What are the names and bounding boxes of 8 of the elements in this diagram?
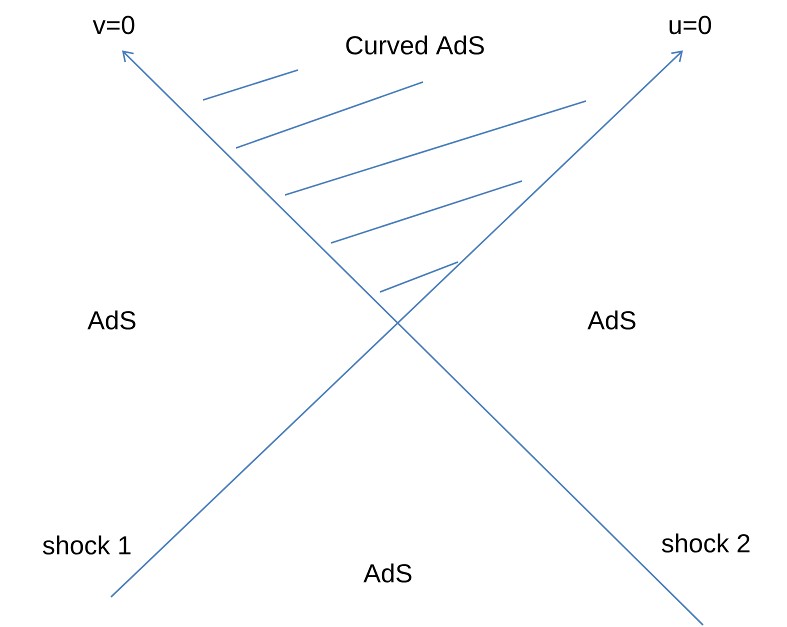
line-label: v=0 xyxy=(92,16,134,34)
region-label: Curved AdS xyxy=(346,35,484,55)
region-label: AdS xyxy=(363,563,412,583)
region-label: AdS xyxy=(587,310,636,330)
line-label: shock 2 xyxy=(662,533,750,553)
region-label: AdS xyxy=(87,310,136,330)
line-label: shock 1 xyxy=(42,535,130,555)
line-label: u=0 xyxy=(670,16,712,34)
